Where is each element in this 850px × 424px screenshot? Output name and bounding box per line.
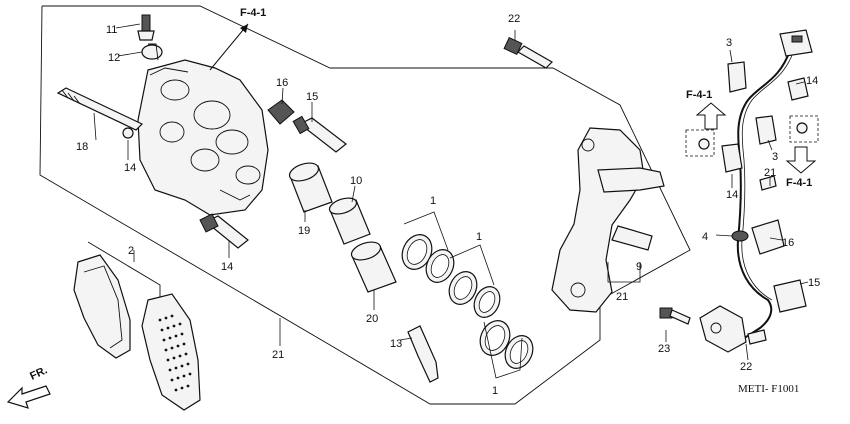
callout-2: 2 [128, 245, 134, 257]
brake-pad-outer [73, 254, 131, 359]
wire-bracket-15 [773, 279, 807, 313]
up-arrow-icon [695, 102, 727, 130]
callout-11: 15 [306, 91, 318, 103]
piston-middle [328, 197, 371, 245]
grommet-4 [731, 230, 749, 242]
callout-14-upper: 14 [806, 75, 818, 87]
callout-4: 4 [702, 231, 708, 243]
slide-pin [292, 115, 347, 153]
callout-17: 18 [76, 141, 88, 153]
down-arrow-icon [785, 146, 817, 174]
piston-seals [401, 234, 534, 369]
callout-9: 9 [636, 261, 642, 273]
callout-22: 22 [508, 13, 520, 25]
callout-7: 13 [390, 338, 402, 350]
speed-sensor [699, 305, 747, 353]
bolt-21-upper [759, 175, 777, 191]
callout-15: 15 [808, 277, 820, 289]
sensor-connector [779, 29, 813, 57]
ref-box-right-bolt [796, 122, 808, 134]
ref-box-right [789, 115, 819, 143]
caliper-bolt [199, 213, 249, 249]
callout-16: 16 [782, 237, 794, 249]
wire-bracket-16 [751, 219, 785, 255]
piston-lower [350, 241, 397, 293]
pin-boot [267, 99, 295, 125]
bleeder-screw [137, 14, 155, 41]
ref-arrowhead-icon [240, 24, 248, 33]
piston-upper [288, 162, 333, 213]
callout-12: 14 [221, 261, 233, 273]
wire-clip-14-lower [721, 143, 743, 173]
pin-bolt [56, 87, 144, 131]
callout-8: 14 [124, 162, 136, 174]
bolt-23 [659, 307, 691, 325]
pad-retainer [611, 225, 653, 251]
callout-21-upper: 21 [764, 167, 776, 179]
callout-19: 21 [272, 349, 284, 361]
diagram-code: METI- F1001 [738, 383, 799, 395]
callout-3-lower: 3 [772, 151, 778, 163]
callout-13: 16 [276, 77, 288, 89]
callout-10: 10 [350, 175, 362, 187]
ref-label-left: F-4-1 [686, 89, 712, 101]
wire-clamp-3-upper [727, 61, 747, 93]
callout-1-a: 1 [430, 195, 436, 207]
callout-14-lower: 14 [726, 189, 738, 201]
ref-box-left [685, 129, 715, 157]
seal-bracket-b [449, 244, 495, 286]
ref-arrow-line [209, 23, 249, 71]
ref-box-left-bolt [698, 138, 710, 150]
callout-20: 21 [616, 291, 628, 303]
seal-bracket-c [483, 321, 523, 379]
bolt-21-lower [747, 329, 767, 345]
front-arrow-icon [6, 385, 51, 409]
callout-18-lower: 20 [366, 313, 378, 325]
bracket-leader-20 [607, 262, 641, 283]
caliper-body [137, 59, 269, 216]
bleeder-cap [141, 43, 163, 61]
callout-23: 23 [658, 343, 670, 355]
caliper-bracket [551, 127, 665, 313]
wire-clamp-3-lower [755, 115, 777, 145]
bracket-bolt [503, 36, 553, 69]
callout-5: 11 [106, 24, 117, 36]
pad-boundary [87, 241, 161, 300]
callout-3-upper: 3 [726, 37, 732, 49]
leader-lines [93, 23, 809, 361]
callout-21-lower: 22 [740, 361, 752, 373]
callout-1-c: 1 [492, 385, 498, 397]
callout-18-upper: 19 [298, 225, 310, 237]
callout-1-b: 1 [476, 231, 482, 243]
wire-clip-14-upper [787, 77, 809, 101]
seal-bracket-a [403, 211, 449, 251]
ref-label-top: F-4-1 [240, 7, 266, 19]
brake-pad-inner [141, 293, 201, 411]
ref-label-right: F-4-1 [786, 177, 812, 189]
front-label: FR. [28, 364, 49, 382]
callout-6: 12 [108, 52, 120, 64]
washer-8 [122, 127, 134, 139]
pad-spring [407, 325, 439, 383]
